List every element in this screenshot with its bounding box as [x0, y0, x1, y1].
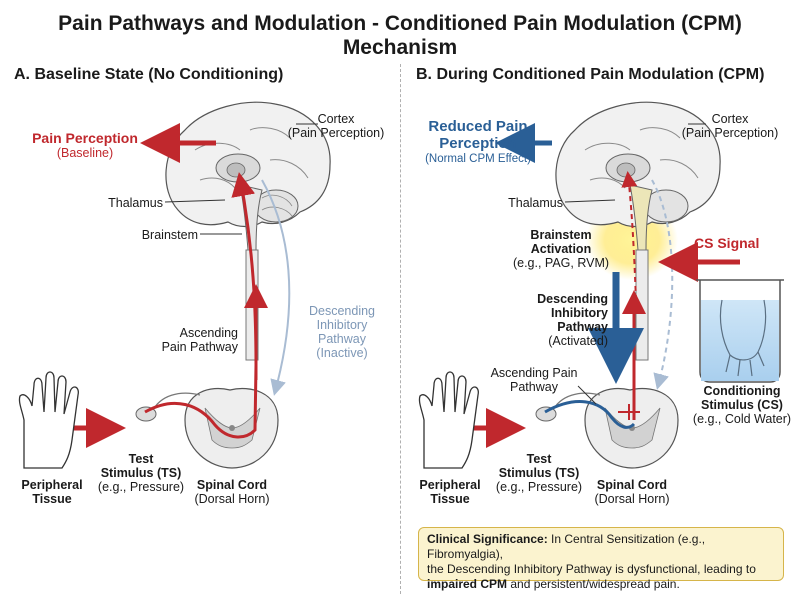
panel-a-ascending-pathway	[144, 172, 258, 439]
panel-b-hand-icon	[418, 371, 479, 469]
panel-b-reduced-label: Reduced Pain Perception (Normal CPM Effe…	[425, 118, 531, 165]
panel-a-perception-label: Pain Perception (Baseline)	[32, 130, 138, 160]
panel-b-spinal-label: Spinal Cord(Dorsal Horn)	[594, 478, 670, 506]
panel-a-spinal-label: Spinal Cord(Dorsal Horn)	[194, 478, 270, 506]
panel-b-thalamus-label: Thalamus	[508, 196, 563, 210]
panel-a-hand-icon	[18, 371, 79, 469]
clinical-text-2: the Descending Inhibitory Pathway is dys…	[427, 562, 756, 576]
panel-b-heading: B. During Conditioned Pain Modulation (C…	[416, 66, 765, 83]
panel-b-spinal-cord	[535, 387, 679, 469]
panel-a-descending-pathway	[261, 179, 291, 396]
page-title: Pain Pathways and Modulation - Condition…	[58, 12, 742, 59]
cold-water-beaker-icon	[696, 279, 784, 383]
clinical-label: Clinical Significance:	[427, 532, 548, 546]
clinical-significance-box: Clinical Significance: In Central Sensit…	[418, 527, 784, 591]
clinical-text-3: and persistent/widespread pain.	[507, 577, 680, 591]
panel-a-cortex-label: Cortex(Pain Perception)	[287, 112, 385, 140]
cs-signal-label: CS Signal	[694, 235, 760, 251]
panel-a-brainstem-label: Brainstem	[141, 228, 198, 242]
panel-b-cortex-label: Cortex(Pain Perception)	[681, 112, 779, 140]
clinical-text-1: In Central Sensitization (e.g., Fibromya…	[427, 532, 706, 561]
panel-a-thalamus-label: Thalamus	[108, 196, 163, 210]
panel-divider	[400, 64, 401, 594]
panel-a-heading: A. Baseline State (No Conditioning)	[14, 66, 284, 83]
clinical-emphasis: impaired CPM	[427, 577, 508, 591]
